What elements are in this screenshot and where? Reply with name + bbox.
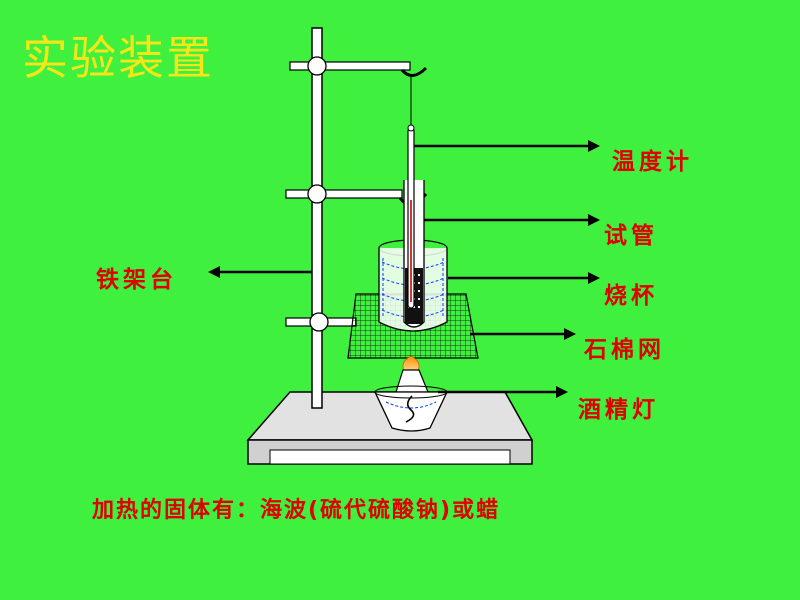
arrowhead-gauze: [564, 328, 576, 340]
label-lamp: 酒精灯: [578, 397, 659, 423]
label-arrows: [208, 140, 600, 398]
label-stand: 铁架台: [96, 267, 177, 293]
label-gauze: 石棉网: [584, 337, 665, 363]
label-thermometer: 温度计: [612, 149, 693, 175]
middle-clamp: [285, 184, 428, 206]
page-title: 实验装置: [22, 31, 214, 85]
arrowhead-beaker: [588, 272, 600, 284]
thermometer: [407, 124, 415, 309]
stand-rod: [311, 27, 323, 409]
arrowhead-thermometer: [588, 140, 600, 152]
arrowhead-test-tube: [588, 214, 600, 226]
ring-clamp: [285, 312, 357, 332]
caption-text: 加热的固体有：海波(硫代硫酸钠)或蜡: [92, 498, 501, 523]
arrowhead-lamp: [556, 386, 568, 398]
top-clamp: [289, 56, 428, 77]
arrowhead-stand: [208, 266, 220, 278]
alcohol-lamp: [373, 369, 449, 432]
label-beaker: 烧杯: [604, 283, 658, 309]
label-test-tube: 试管: [604, 223, 658, 249]
